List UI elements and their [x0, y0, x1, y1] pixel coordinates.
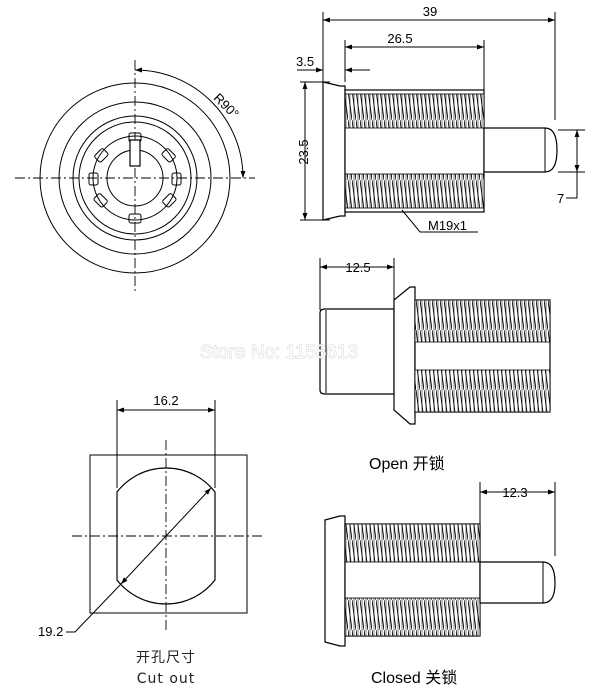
cutout-width-label: 16.2	[153, 393, 178, 408]
cutout-diameter-label: 19.2	[38, 624, 63, 639]
open-flange	[393, 286, 416, 425]
side-view: 39 26.5 3.5 23.5 7 M19x1	[296, 4, 585, 233]
open-thread-top	[414, 299, 551, 343]
closed-thread-top	[344, 523, 481, 563]
closed-bolt	[479, 561, 556, 604]
overall-length-label: 39	[423, 4, 437, 19]
bolt-diameter-label: 7	[557, 191, 564, 206]
closed-caption: Closed 关锁	[371, 669, 457, 687]
cutout-view: 16.2 19.2 开孔尺寸 Cut out	[38, 393, 262, 687]
thread-top	[344, 93, 485, 129]
cutout-diameter-dim	[120, 487, 212, 585]
closed-flange	[324, 515, 346, 647]
open-caption: Open 开锁	[369, 455, 445, 473]
closed-thread-bottom	[344, 597, 481, 637]
cutout-plate	[89, 454, 248, 614]
open-view: 12.5 Open 开锁	[319, 258, 551, 473]
flange-side	[322, 81, 346, 221]
flange-thickness-label: 3.5	[296, 54, 314, 69]
keyway-slot	[129, 139, 141, 167]
thread-spec-label: M19x1	[428, 218, 467, 233]
bolt-side	[483, 127, 558, 173]
thread-length-label: 26.5	[387, 31, 412, 46]
thread-leader	[401, 209, 478, 233]
open-extension-label: 12.5	[345, 260, 370, 275]
flange-diameter-label: 23.5	[296, 139, 311, 164]
thread-bottom	[344, 173, 485, 209]
rotation-arc	[134, 67, 246, 179]
cutout-caption-en: Cut out	[137, 671, 196, 687]
store-watermark: Store No: 1158613	[200, 342, 358, 363]
cutout-caption-cn: 开孔尺寸	[136, 650, 196, 666]
closed-extension-label: 12.3	[502, 485, 527, 500]
open-thread-bottom	[414, 369, 551, 413]
closed-view: 12.3 Closed 关锁	[324, 482, 556, 687]
front-view: R90°	[15, 60, 255, 292]
